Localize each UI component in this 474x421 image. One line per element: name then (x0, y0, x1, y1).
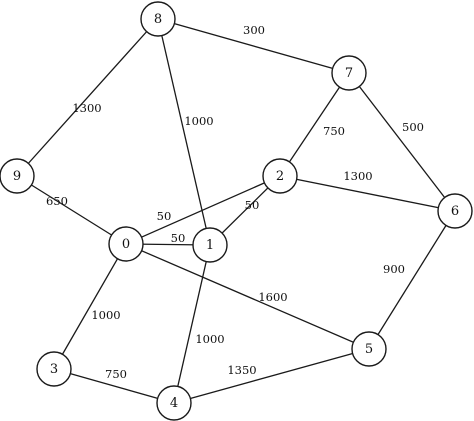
node-label-7: 7 (345, 66, 353, 81)
node-label-0: 0 (122, 237, 130, 252)
edge-7-2 (279, 72, 350, 177)
node-circle-3 (36, 351, 72, 387)
edge-weight-0-5: 1600 (258, 290, 287, 304)
edge-weight-7-6: 500 (402, 120, 424, 134)
edge-1-4 (173, 244, 211, 404)
node-circle-7 (331, 55, 367, 91)
node-circle-2 (262, 158, 298, 194)
edge-weight-1-2: 50 (245, 198, 260, 212)
edge-weight-8-9: 1300 (72, 101, 101, 115)
node-circle-1 (192, 227, 228, 263)
node-label-1: 1 (206, 238, 214, 253)
edge-weight-0-1: 50 (171, 231, 186, 245)
edge-2-6 (279, 175, 456, 212)
node-1: 1 (192, 227, 228, 263)
edge-weight-6-5: 900 (383, 262, 405, 276)
edge-weight-0-3: 1000 (91, 308, 120, 322)
edge-4-5 (173, 348, 370, 404)
edge-6-5 (368, 210, 456, 350)
node-circle-8 (140, 1, 176, 37)
node-label-3: 3 (50, 362, 58, 377)
edge-weight-1-4: 1000 (195, 332, 224, 346)
edge-8-9 (16, 18, 159, 177)
edge-weight-4-5: 1350 (227, 363, 256, 377)
node-label-6: 6 (451, 204, 459, 219)
edge-weight-2-6: 1300 (343, 169, 372, 183)
edge-3-4 (53, 368, 175, 404)
node-circle-4 (156, 385, 192, 421)
edge-weight-8-7: 300 (243, 23, 265, 37)
node-3: 3 (36, 351, 72, 387)
edge-weight-7-2: 750 (323, 124, 345, 138)
edge-0-5 (125, 243, 370, 350)
edge-0-3 (53, 243, 127, 370)
edge-9-0 (16, 175, 127, 245)
node-6: 6 (437, 193, 473, 229)
node-2: 2 (262, 158, 298, 194)
edge-weight-0-2: 50 (157, 209, 172, 223)
edge-layer (16, 18, 456, 404)
node-circle-5 (351, 331, 387, 367)
node-7: 7 (331, 55, 367, 91)
node-label-5: 5 (365, 342, 373, 357)
edge-8-7 (157, 18, 350, 74)
edge-weight-8-1: 1000 (184, 114, 213, 128)
node-circle-6 (437, 193, 473, 229)
node-8: 8 (140, 1, 176, 37)
edge-weight-3-4: 750 (105, 367, 127, 381)
node-0: 0 (108, 226, 144, 262)
node-label-9: 9 (13, 169, 21, 184)
node-label-2: 2 (276, 169, 284, 184)
edge-8-1 (157, 18, 211, 246)
node-9: 9 (0, 158, 35, 194)
node-4: 4 (156, 385, 192, 421)
edge-weight-9-0: 650 (46, 194, 68, 208)
node-5: 5 (351, 331, 387, 367)
edge-7-6 (348, 72, 456, 212)
node-circle-0 (108, 226, 144, 262)
node-label-4: 4 (170, 396, 178, 411)
node-circle-9 (0, 158, 35, 194)
edge-0-2 (125, 175, 281, 245)
node-label-8: 8 (154, 12, 162, 27)
